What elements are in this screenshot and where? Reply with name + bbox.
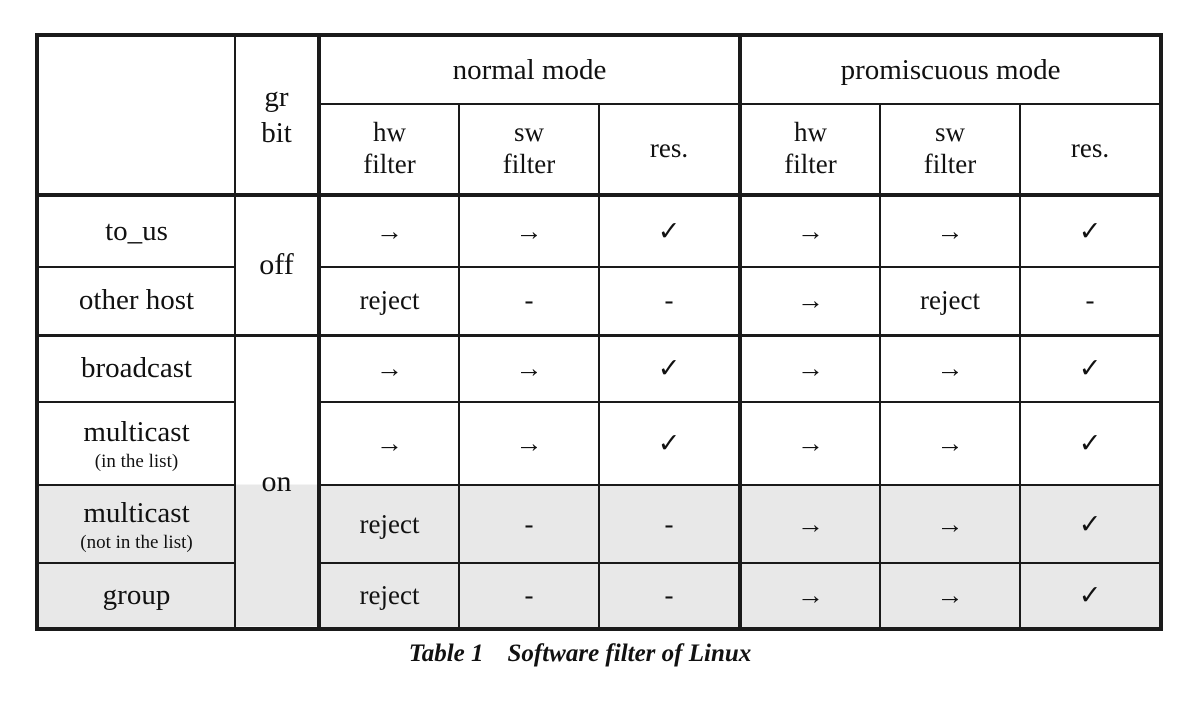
- cell-other-host-prom-sw: reject: [879, 266, 1021, 336]
- cell-multicast-in-prom-sw: →: [879, 401, 1021, 486]
- cell-multicast-not-prom-res: ✓: [1018, 484, 1163, 564]
- cell-to-us-prom-res: ✓: [1018, 193, 1163, 268]
- gr-bit-off-cell: off: [234, 193, 320, 336]
- corner-cell: [36, 34, 236, 196]
- cell-multicast-not-prom-sw: →: [879, 484, 1021, 564]
- cell-other-host-prom-hw: →: [738, 266, 881, 336]
- row-label-multicast-in-list: multicast (in the list): [36, 401, 236, 486]
- caption-title: Software filter of Linux: [507, 640, 752, 667]
- cell-broadcast-normal-hw: →: [317, 333, 460, 403]
- row-other-host: other host reject - - → reject -: [36, 266, 1163, 336]
- row-label-other-host: other host: [36, 266, 236, 336]
- normal-mode-header: normal mode: [317, 34, 741, 105]
- row-label-group: group: [36, 562, 236, 630]
- cell-multicast-in-prom-res: ✓: [1018, 401, 1163, 486]
- row-multicast-in-list: multicast (in the list) → → ✓ → → ✓: [36, 401, 1163, 486]
- cell-group-normal-hw: reject: [317, 562, 460, 630]
- caption-number: Table 1: [408, 640, 484, 667]
- promiscuous-mode-header: promiscuous mode: [737, 34, 1163, 105]
- cell-other-host-prom-res: -: [1018, 266, 1163, 336]
- normal-sw-filter-header: sw filter: [458, 103, 600, 196]
- cell-group-prom-hw: →: [738, 562, 881, 630]
- cell-to-us-normal-res: ✓: [598, 193, 741, 268]
- promiscuous-res-header: res.: [1018, 103, 1163, 196]
- cell-to-us-normal-sw: →: [458, 193, 600, 268]
- cell-multicast-in-normal-res: ✓: [598, 401, 741, 486]
- promiscuous-hw-filter-header: hw filter: [738, 103, 881, 196]
- cell-group-prom-sw: →: [879, 562, 1021, 630]
- row-label-multicast-not-in-list: multicast (not in the list): [36, 484, 236, 564]
- cell-multicast-in-normal-sw: →: [458, 401, 600, 486]
- gr-bit-line2: bit: [261, 117, 292, 149]
- cell-group-normal-res: -: [598, 562, 741, 630]
- cell-multicast-not-prom-hw: →: [738, 484, 881, 564]
- cell-other-host-normal-sw: -: [458, 266, 600, 336]
- cell-other-host-normal-res: -: [598, 266, 741, 336]
- cell-multicast-in-prom-hw: →: [738, 401, 881, 486]
- row-broadcast: broadcast on → → ✓ → → ✓: [36, 333, 1163, 630]
- cell-broadcast-prom-hw: →: [738, 333, 881, 403]
- gr-bit-header: gr bit: [234, 34, 320, 196]
- cell-group-prom-res: ✓: [1018, 562, 1163, 630]
- cell-multicast-in-normal-hw: →: [317, 401, 460, 486]
- cell-to-us-normal-hw: →: [317, 193, 460, 268]
- cell-multicast-not-normal-hw: reject: [317, 484, 460, 564]
- cell-broadcast-normal-sw: →: [458, 333, 600, 403]
- table-caption: Table 1 Software filter of Linux: [35, 640, 1125, 668]
- cell-multicast-not-normal-sw: -: [458, 484, 600, 564]
- cell-other-host-normal-hw: reject: [317, 266, 460, 336]
- cell-broadcast-prom-res: ✓: [1018, 333, 1163, 403]
- cell-group-normal-sw: -: [458, 562, 600, 630]
- software-filter-table: gr bit normal mode promiscuous mode hw f…: [35, 33, 1164, 631]
- cell-broadcast-normal-res: ✓: [598, 333, 741, 403]
- gr-bit-line1: gr: [264, 80, 289, 113]
- gr-bit-on-cell: on: [234, 333, 320, 630]
- normal-hw-filter-header: hw filter: [317, 103, 460, 196]
- row-to-us: to_us off → → ✓ → → ✓: [36, 193, 1163, 336]
- cell-to-us-prom-sw: →: [879, 193, 1021, 268]
- cell-to-us-prom-hw: →: [738, 193, 881, 268]
- row-label-broadcast: broadcast: [36, 333, 236, 403]
- normal-res-header: res.: [598, 103, 741, 196]
- cell-multicast-not-normal-res: -: [598, 484, 741, 564]
- row-label-to-us: to_us: [36, 193, 236, 268]
- row-group: group reject - - → → ✓: [36, 562, 1163, 630]
- row-multicast-not-in-list: multicast (not in the list) reject - - →…: [36, 484, 1163, 564]
- promiscuous-sw-filter-header: sw filter: [879, 103, 1021, 196]
- cell-broadcast-prom-sw: →: [879, 333, 1021, 403]
